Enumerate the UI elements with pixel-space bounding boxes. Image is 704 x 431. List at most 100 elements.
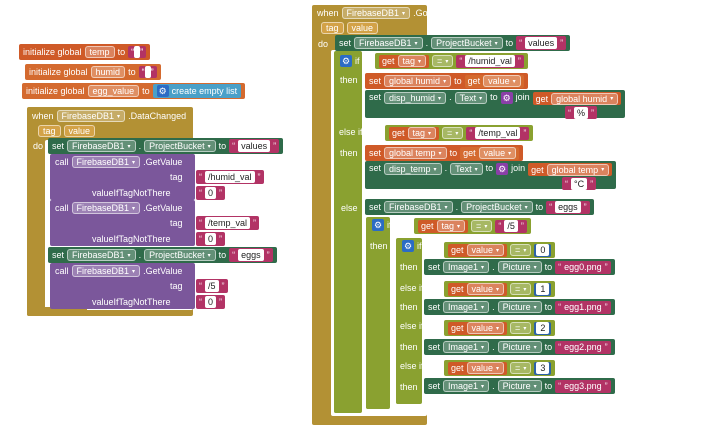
component-dropdown[interactable]: FirebaseDB1▾ [71,156,141,168]
property-dropdown[interactable]: Picture▾ [497,261,542,273]
string-block[interactable]: “egg0.png” [555,260,611,274]
component-dropdown[interactable]: FirebaseDB1▾ [71,265,141,277]
number-block[interactable]: 2 [534,321,552,335]
property-dropdown[interactable]: ProjectBucket▾ [461,201,533,213]
component-dropdown[interactable]: FirebaseDB1▾ [384,201,453,213]
string-block[interactable]: “/humid_val” [456,54,524,68]
call-getvalue-block[interactable] [50,200,195,246]
operator-dropdown[interactable]: =▾ [510,283,532,295]
set-projectbucket-block[interactable]: set FirebaseDB1▾ . ProjectBucket▾ to “va… [335,35,571,51]
param-tag[interactable]: tag [321,22,344,34]
gear-icon[interactable]: ⚙ [496,163,509,175]
param-value[interactable]: value [63,125,96,137]
string-block[interactable]: “/temp_val” [196,216,260,230]
component-dropdown[interactable]: Image1▾ [443,301,490,313]
string-block[interactable]: “%” [565,106,598,119]
operator-dropdown[interactable]: =▾ [442,127,464,139]
property-dropdown[interactable]: Picture▾ [497,341,542,353]
init-global-temp-block[interactable]: initialize global temp to “ ” [19,44,151,60]
string-block[interactable]: “/5” [495,219,527,233]
operator-dropdown[interactable]: =▾ [471,220,493,232]
param-tag[interactable]: tag [38,125,61,137]
string-block[interactable]: “egg2.png” [555,340,611,354]
property-dropdown[interactable]: Picture▾ [497,301,542,313]
string-block[interactable]: “eggs” [229,248,273,262]
string-block[interactable]: “0” [196,186,226,200]
if-block[interactable] [396,238,422,404]
component-dropdown[interactable]: FirebaseDB1▾ [341,7,411,19]
number-block[interactable]: 3 [534,361,552,375]
set-image-picture-block[interactable]: set Image1▾ . Picture▾ to “egg0.png” [424,259,615,275]
string-block[interactable]: “0” [196,232,226,246]
component-dropdown[interactable]: FirebaseDB1▾ [71,202,141,214]
string-block[interactable]: “/temp_val” [466,126,530,140]
property-dropdown[interactable]: Text▾ [450,163,483,175]
string-block[interactable]: “egg1.png” [555,300,611,314]
if-block[interactable] [334,51,362,413]
variable-dropdown[interactable]: global temp▾ [384,147,447,159]
global-name-field[interactable]: temp [84,46,115,58]
set-image-picture-block[interactable]: set Image1▾ . Picture▾ to “egg1.png” [424,299,615,315]
string-block[interactable]: “eggs” [546,200,590,214]
empty-string-block[interactable]: “ ” [138,66,157,78]
set-image-picture-block[interactable]: set Image1▾ . Picture▾ to “egg3.png” [424,378,615,394]
string-block[interactable]: “°C” [562,177,597,190]
operator-dropdown[interactable]: =▾ [432,55,454,67]
gear-icon[interactable]: ⚙ [156,85,169,97]
property-dropdown[interactable]: Picture▾ [497,380,542,392]
property-dropdown[interactable]: ProjectBucket▾ [144,140,216,152]
gear-icon[interactable]: ⚙ [500,92,513,104]
empty-string-block[interactable]: “ ” [128,46,147,58]
variable-dropdown[interactable]: global humid▾ [384,75,452,87]
string-block[interactable]: “0” [196,295,226,309]
property-dropdown[interactable]: ProjectBucket▾ [144,249,216,261]
global-name-field[interactable]: humid [90,66,126,78]
component-dropdown[interactable]: Image1▾ [443,380,490,392]
property-dropdown[interactable]: ProjectBucket▾ [431,37,503,49]
component-dropdown[interactable]: Image1▾ [443,261,490,273]
set-projectbucket-block[interactable]: set FirebaseDB1▾ . ProjectBucket▾ to “eg… [365,199,594,215]
string-block[interactable]: “values” [229,139,280,153]
number-block[interactable]: 0 [534,243,552,257]
gear-icon[interactable]: ⚙ [402,240,414,252]
operator-dropdown[interactable]: =▾ [510,362,532,374]
create-empty-list-block[interactable]: ⚙ create empty list [152,84,242,98]
init-global-egg-value-block[interactable]: initialize global egg_value to ⚙ create … [22,83,246,99]
component-dropdown[interactable]: disp_temp▾ [384,163,442,175]
string-block[interactable]: “egg3.png” [555,379,611,393]
init-global-humid-block[interactable]: initialize global humid to “ ” [25,64,161,80]
param-value[interactable]: value [346,22,379,34]
operator-dropdown[interactable]: =▾ [510,244,532,256]
component-dropdown[interactable]: disp_humid▾ [384,92,447,104]
set-projectbucket-block[interactable]: set FirebaseDB1▾ . ProjectBucket▾ to “va… [48,138,284,154]
global-name-field[interactable]: egg_value [87,85,140,97]
call-getvalue-block[interactable] [50,154,195,200]
component-dropdown[interactable]: Image1▾ [443,341,490,353]
component-dropdown[interactable]: FirebaseDB1▾ [354,37,423,49]
set-image-picture-block[interactable]: set Image1▾ . Picture▾ to “egg2.png” [424,339,615,355]
string-block[interactable]: “values” [516,36,567,50]
gear-icon[interactable]: ⚙ [372,219,384,231]
gear-icon[interactable]: ⚙ [340,55,352,67]
component-dropdown[interactable]: FirebaseDB1▾ [56,110,126,122]
operator-dropdown[interactable]: =▾ [510,322,532,334]
